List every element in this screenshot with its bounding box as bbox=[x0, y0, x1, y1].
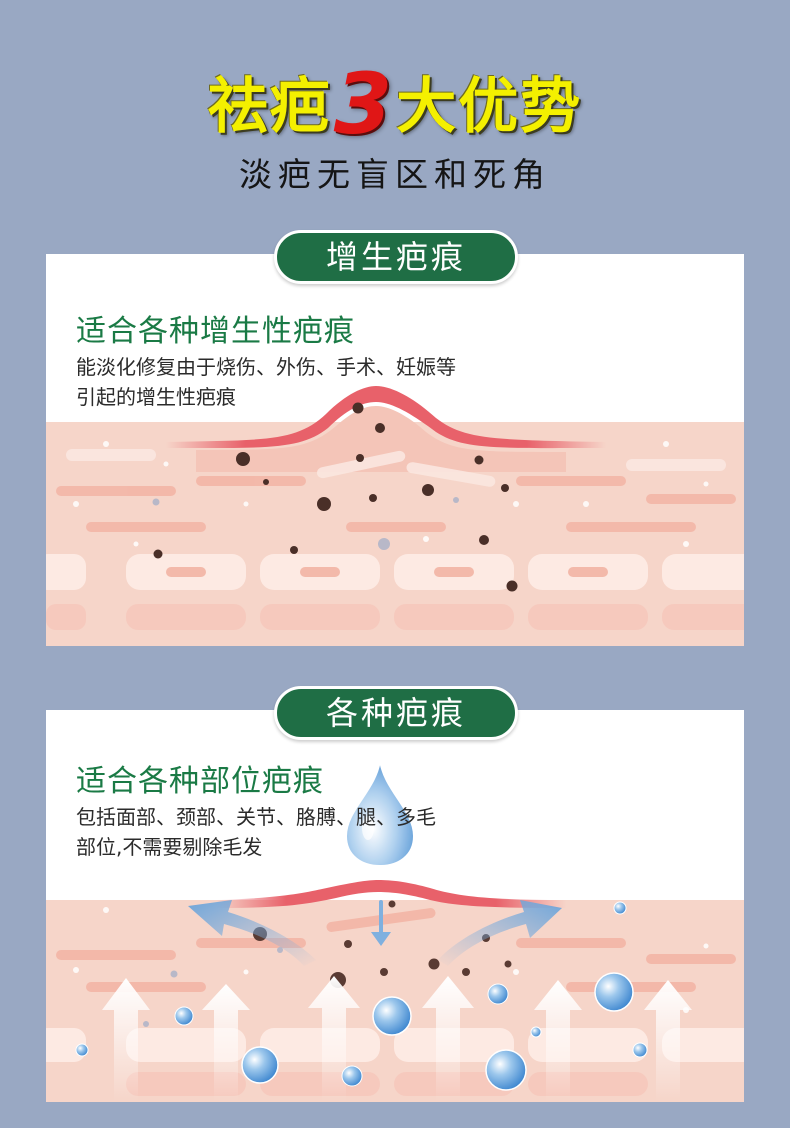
description-line: 部位,不需要剔除毛发 bbox=[76, 835, 263, 859]
description-line: 能淡化修复由于烧伤、外伤、手术、妊娠等 bbox=[76, 355, 456, 379]
headline-number: 3 bbox=[333, 55, 395, 153]
section-badge-hyperplastic: 增生疤痕 bbox=[274, 230, 518, 284]
all-scar-types-card: 适合各种部位疤痕 包括面部、颈部、关节、胳膊、腿、多毛 部位,不需要剔除毛发 bbox=[46, 710, 744, 1102]
hyperplastic-scar-card: 适合各种增生性疤痕 能淡化修复由于烧伤、外伤、手术、妊娠等 引起的增生性疤痕 bbox=[46, 254, 744, 646]
arrow-up-icon bbox=[102, 976, 692, 1102]
description-line: 引起的增生性疤痕 bbox=[76, 385, 236, 409]
arrow-down-icon bbox=[371, 900, 391, 946]
headline-part2: 大优势 bbox=[396, 72, 583, 142]
headline-part1: 祛疤 bbox=[207, 72, 332, 142]
skin-absorption-illustration bbox=[46, 759, 744, 1102]
arrow-out-icon bbox=[188, 900, 562, 966]
section-description: 包括面部、颈部、关节、胳膊、腿、多毛 部位,不需要剔除毛发 bbox=[76, 802, 436, 862]
subhead: 淡疤无盲区和死角 bbox=[239, 155, 551, 194]
section-title: 适合各种增生性疤痕 bbox=[76, 314, 355, 349]
section-title: 适合各种部位疤痕 bbox=[76, 764, 324, 799]
section-badge-all-types: 各种疤痕 bbox=[274, 686, 518, 740]
section-description: 能淡化修复由于烧伤、外伤、手术、妊娠等 引起的增生性疤痕 bbox=[76, 352, 456, 412]
description-line: 包括面部、颈部、关节、胳膊、腿、多毛 bbox=[76, 805, 436, 829]
headline: 祛疤3大优势 bbox=[0, 58, 790, 147]
water-drop-icon bbox=[344, 759, 416, 868]
skin-layer-illustration bbox=[46, 386, 744, 646]
bubble-icon bbox=[75, 901, 648, 1091]
